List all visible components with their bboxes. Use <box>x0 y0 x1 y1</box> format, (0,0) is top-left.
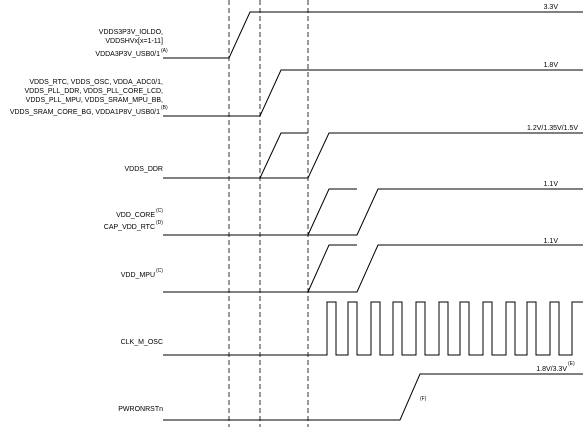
footnote-marker: (C) <box>156 208 163 214</box>
waveform-vdds-ddr-low <box>163 132 583 179</box>
signal-vdds-ddr: VDDS_DDR 1.2V/1.35V/1.5V <box>124 125 583 179</box>
signal-vdd-mpu: VDD_MPU (C) 1.1V <box>121 238 583 293</box>
signal-label: VDDS_PLL_MPU, VDDS_SRAM_MPU_BB, <box>26 97 163 104</box>
timing-guides <box>228 0 309 427</box>
signal-label: VDDS_RTC, VDDS_OSC, VDDA_ADC0/1, <box>29 79 163 86</box>
signal-vdds-1v8: VDDS_RTC, VDDS_OSC, VDDA_ADC0/1, VDDS_PL… <box>10 62 583 117</box>
voltage-level-label: 1.8V/3.3V <box>536 366 567 373</box>
signal-label: CAP_VDD_RTC <box>104 224 155 231</box>
footnote-marker: (F) <box>420 396 427 402</box>
signal-label: VDDS_DDR <box>124 166 163 173</box>
voltage-level-label: 1.2V/1.35V/1.5V <box>527 125 578 132</box>
footnote-marker: (D) <box>156 220 163 226</box>
waveform-vdd-core-high <box>307 188 357 236</box>
waveform-vdds3p3v <box>163 11 583 59</box>
waveform-pwronrstn <box>163 373 583 421</box>
signal-label: VDDA3P3V_USB0/1 <box>95 51 160 58</box>
voltage-level-label: 1.1V <box>544 181 559 188</box>
waveform-vdd-core-low <box>163 188 583 236</box>
signal-vdds3p3v: VDDS3P3V_IOLDO, VDDSHVx[x=1-11] VDDA3P3V… <box>95 4 583 59</box>
signal-label: CLK_M_OSC <box>121 339 163 346</box>
signal-label: VDDSHVx[x=1-11] <box>105 38 163 45</box>
signal-label: PWRONRSTn <box>118 406 163 413</box>
voltage-level-label: 3.3V <box>544 4 559 11</box>
signal-label: VDDS_PLL_DDR, VDDS_PLL_CORE_LCD, <box>25 88 164 95</box>
signal-clk-m-osc: CLK_M_OSC <box>121 301 583 356</box>
voltage-level-label: 1.8V <box>544 62 559 69</box>
waveform-vdds-1v8 <box>163 69 583 117</box>
waveform-vdd-mpu-low <box>163 244 583 293</box>
signal-label: VDD_MPU <box>121 272 155 279</box>
signal-label: VDDS_SRAM_CORE_BG, VDDA1P8V_USB0/1 <box>10 109 160 116</box>
voltage-level-label: 1.1V <box>544 238 559 245</box>
signal-label: VDDS3P3V_IOLDO, <box>99 29 163 36</box>
footnote-marker: (A) <box>161 48 168 54</box>
waveform-vdd-mpu-high <box>307 244 357 293</box>
footnote-marker: (E) <box>568 361 575 367</box>
footnote-marker: (C) <box>156 268 163 274</box>
signal-vdd-core: VDD_CORE (C) CAP_VDD_RTC (D) 1.1V <box>104 181 583 236</box>
signal-pwronrstn: PWRONRSTn (F) 1.8V/3.3V (E) <box>118 361 583 421</box>
footnote-marker: (B) <box>161 105 168 111</box>
waveform-clk-m-osc <box>163 301 583 356</box>
waveform-vdds-ddr-high <box>259 132 308 179</box>
signal-label: VDD_CORE <box>116 212 155 219</box>
